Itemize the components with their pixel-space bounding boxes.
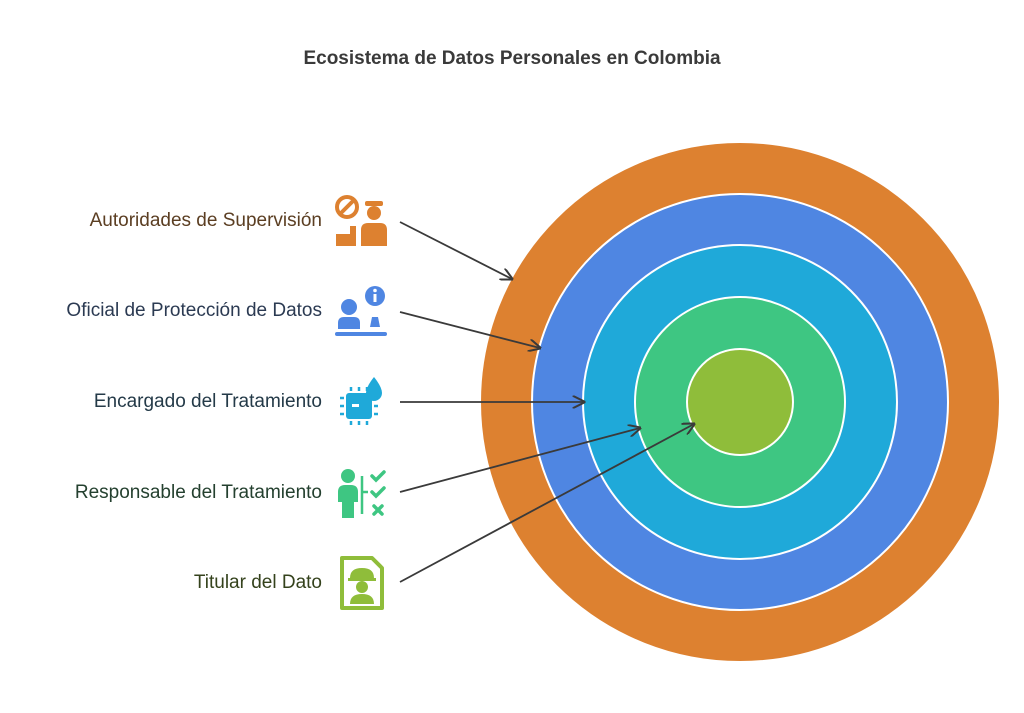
arrow-supervision-authorities <box>399 221 512 279</box>
arrow-data-controller <box>399 428 640 493</box>
arrow-data-protection-officer <box>399 311 540 348</box>
diagram-title: Ecosistema de Datos Personales en Colomb… <box>303 48 721 69</box>
data-processor-icon <box>332 373 390 431</box>
layer-label-data-processor: Encargado del Tratamiento <box>93 391 322 412</box>
person-checklist-icon <box>332 464 390 522</box>
layer-label-data-subject: Titular del Dato <box>193 572 322 593</box>
layer-label-data-protection-officer: Oficial de Protección de Datos <box>66 300 322 321</box>
arrow-data-subject <box>399 424 694 583</box>
supervisor-officer-icon <box>332 192 390 250</box>
officer-info-icon <box>332 283 390 341</box>
layer-label-supervision-authorities: Autoridades de Supervisión <box>89 210 322 231</box>
id-card-icon <box>332 554 390 612</box>
ring-data-subject <box>686 348 794 456</box>
layer-label-data-controller: Responsable del Tratamiento <box>74 482 322 503</box>
